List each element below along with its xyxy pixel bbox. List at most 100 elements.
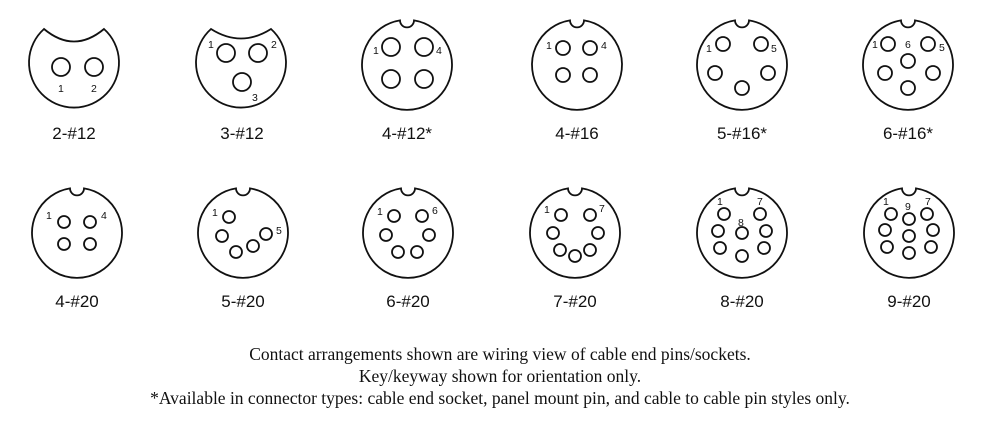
pin-number-1: 1: [46, 210, 52, 222]
contact-1: [884, 207, 898, 221]
contact-5: [924, 240, 938, 254]
contact-4: [735, 249, 749, 263]
connector-label: 2-#12: [52, 124, 95, 143]
connector-label: 8-#20: [720, 292, 763, 311]
contact-1: [717, 207, 731, 221]
connector-label: 4-#12*: [382, 124, 432, 143]
pin-number-1: 1: [717, 196, 723, 208]
connector-label: 6-#16*: [883, 124, 933, 143]
contact-4: [246, 239, 260, 253]
contact-1: [715, 36, 731, 52]
contact-5: [259, 227, 273, 241]
pin-number-5: 5: [939, 42, 945, 54]
connector-shell: [529, 187, 621, 279]
note-key-orientation: Key/keyway shown for orientation only.: [358, 366, 642, 386]
contact-1: [57, 215, 71, 229]
contact-5: [753, 36, 769, 52]
connector-6-16: 1 6 5 6-#16*: [862, 19, 954, 143]
pin-number-6: 6: [905, 39, 911, 51]
connector-2-12: 1 2 2-#12: [28, 27, 120, 143]
pin-number-5: 5: [771, 43, 777, 55]
connector-label: 5-#20: [221, 292, 264, 311]
contact-2: [215, 229, 229, 243]
contact-3: [232, 72, 252, 92]
contact-7: [583, 208, 597, 222]
connector-shell: [362, 187, 454, 279]
contact-4: [83, 237, 97, 251]
pin-number-9: 9: [905, 201, 911, 213]
contact-1: [880, 36, 896, 52]
note-wiring-view: Contact arrangements shown are wiring vi…: [249, 344, 751, 364]
pin-number-4: 4: [101, 210, 107, 222]
connector-7-20: 1 7 7-#20: [529, 187, 621, 311]
contact-8: [902, 229, 916, 243]
contact-2: [707, 65, 723, 81]
contact-4: [414, 69, 434, 89]
contact-2: [546, 226, 560, 240]
connector-6-20: 1 6 6-#20: [362, 187, 454, 311]
pin-number-1: 1: [872, 39, 878, 51]
contact-2: [414, 37, 434, 57]
connector-shell: [863, 187, 955, 279]
connector-shell: [862, 19, 954, 111]
connector-shell: [28, 27, 120, 109]
pin-number-8: 8: [738, 217, 744, 229]
connector-5-20: 1 5 5-#20: [197, 187, 289, 311]
contact-1: [51, 57, 71, 77]
contact-1: [387, 209, 401, 223]
contact-7: [920, 207, 934, 221]
contact-9: [902, 212, 916, 226]
contact-1: [555, 40, 571, 56]
connector-5-16: 1 5 5-#16*: [696, 19, 788, 143]
pin-number-2: 2: [91, 83, 97, 95]
connector-shell: [197, 187, 289, 279]
contact-7: [753, 207, 767, 221]
contact-6: [759, 224, 773, 238]
contact-6: [900, 53, 916, 69]
pin-number-1: 1: [706, 43, 712, 55]
pin-number-7: 7: [925, 196, 931, 208]
connector-shell: [696, 19, 788, 111]
contact-1: [381, 37, 401, 57]
contact-4: [902, 246, 916, 260]
connector-shell: [195, 27, 287, 109]
connector-label: 5-#16*: [717, 124, 767, 143]
connector-4-20: 1 4 4-#20: [31, 187, 123, 311]
contact-6: [415, 209, 429, 223]
pin-number-7: 7: [599, 203, 605, 215]
contact-2: [878, 223, 892, 237]
contact-1: [222, 210, 236, 224]
contact-6: [926, 223, 940, 237]
connector-shell: [31, 187, 123, 279]
contact-2: [379, 228, 393, 242]
pin-number-1: 1: [377, 206, 383, 218]
pin-number-1: 1: [544, 204, 550, 216]
pin-number-3: 3: [252, 92, 258, 104]
contact-5: [422, 228, 436, 242]
contact-2: [248, 43, 268, 63]
pin-number-2: 2: [271, 39, 277, 51]
connector-label: 4-#20: [55, 292, 98, 311]
contact-3: [553, 243, 567, 257]
contact-5: [583, 243, 597, 257]
connector-label: 9-#20: [887, 292, 930, 311]
connector-3-12: 1 2 3 3-#12: [195, 27, 287, 143]
contact-2: [877, 65, 893, 81]
contact-5: [920, 36, 936, 52]
contact-3: [391, 245, 405, 259]
contact-2: [711, 224, 725, 238]
contact-3: [229, 245, 243, 259]
pin-number-5: 5: [276, 225, 282, 237]
connector-label: 7-#20: [553, 292, 596, 311]
contact-1: [554, 208, 568, 222]
pin-number-1: 1: [883, 196, 889, 208]
contact-3: [713, 241, 727, 255]
contact-4: [410, 245, 424, 259]
connector-8-20: 1 8 7 8-#20: [696, 187, 788, 311]
note-availability: *Available in connector types: cable end…: [150, 388, 850, 408]
contact-3: [381, 69, 401, 89]
pin-number-1: 1: [373, 45, 379, 57]
contact-5: [757, 241, 771, 255]
pin-number-6: 6: [432, 205, 438, 217]
contact-3: [555, 67, 571, 83]
